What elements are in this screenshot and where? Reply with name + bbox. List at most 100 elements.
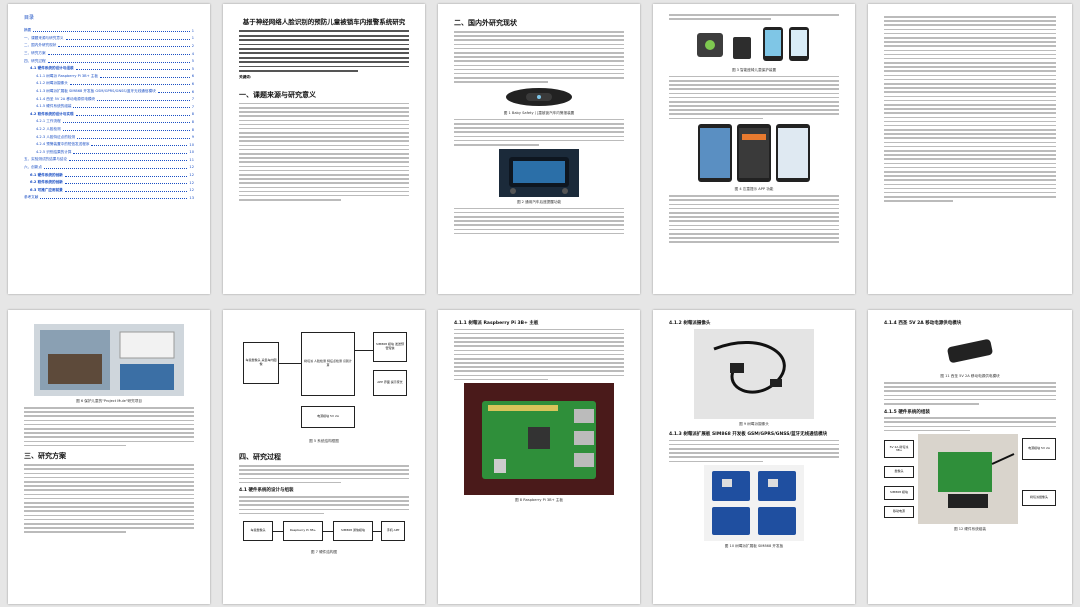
diagram-box-sim868: SIM868 模块 发送预警短信 (373, 332, 407, 362)
body-text (669, 195, 839, 243)
body-text (239, 102, 409, 201)
toc-leader-dots (64, 174, 188, 177)
assembly-label-right-1: 电源模块 5V 2A (1022, 438, 1056, 461)
body-text (669, 439, 839, 463)
toc-entry-label: 摘要 (24, 28, 32, 33)
document-page-research-plan: 图 6 保护儿童的"Project Mule"研究项目 三、研究方案 (8, 310, 210, 604)
body-text (884, 417, 1056, 432)
toc-entry-page: 2 (191, 43, 194, 48)
subsection-heading-4-1-2: 4.1.2 树莓派摄像头 (669, 321, 711, 326)
toc-entry-page: 5 (191, 59, 194, 64)
toc-leader-dots (65, 37, 190, 40)
toc-entry-label: 二、国内外研究现状 (24, 43, 57, 48)
diagram-box-app: APP 界面 提示家长 (373, 370, 407, 396)
subsection-heading-4-1: 4.1 硬件系统的设计与组装 (239, 488, 294, 494)
toc-leader-dots (73, 105, 190, 109)
toc-entry-page: 12 (189, 180, 194, 185)
figure-caption-9: 图 9 树莓派摄像头 (739, 422, 769, 426)
toc-leader-dots (40, 196, 188, 200)
toc-leader-dots (73, 151, 188, 154)
figure-system-block-diagram: 车载摄像头 采集车内图像 树莓派 人脸检测 特征点检测 识别计算 SIM868 … (239, 326, 409, 436)
toc-entry-page: 7 (191, 104, 194, 109)
toc-leader-dots (69, 82, 190, 86)
toc-leader-dots (157, 90, 190, 94)
toc-entry[interactable]: 4.1.3 树莓派扩展板 SIM868 开发板 GSM/GPRS/GNSS/蓝牙… (24, 88, 194, 96)
document-page-raspberry-pi: 4.1.1 树莓派 Raspberry Pi 3B+ 主板 图 8 Raspbe… (438, 310, 640, 604)
toc-entry-page: 6 (191, 81, 194, 86)
diagram-box-power: 电源模块 5V 2A (301, 406, 355, 428)
body-text (669, 75, 839, 120)
section-heading-3: 三、研究方案 (24, 452, 66, 461)
toc-entry-page: 6 (191, 74, 194, 79)
toc-entry-page: 6 (191, 89, 194, 94)
body-text (454, 207, 624, 235)
toc-entry-label: 4.1.4 西圣 5V 2A 移动电源供电模块 (36, 96, 96, 101)
figure-caption-7: 图 7 硬件结构图 (310, 550, 338, 555)
section-heading-4: 四、研究过程 (239, 453, 281, 461)
paper-title: 基于神经网络人脸识别的预防儿童被锁车内报警系统研究 (242, 18, 406, 26)
toc-entry-page: 13 (189, 195, 194, 200)
figure-caption-1: 图 1 Baby Safety 儿童被锁汽车内警报装置 (503, 110, 575, 115)
document-page-power-assembly: 4.1.4 西圣 5V 2A 移动电源供电模块 图 11 西圣 5V 2A 移动… (868, 310, 1072, 604)
figure-caption-2: 图 2 通用汽车后座提醒功能 (516, 199, 562, 204)
figure-smart-seat (689, 23, 819, 65)
toc-leader-dots (75, 113, 190, 116)
toc-entry-page: 12 (189, 188, 194, 193)
hw-box-pi: Raspberry Pi 3B+ (283, 521, 323, 542)
body-text (24, 407, 194, 447)
body-text (454, 31, 624, 83)
body-text (24, 464, 194, 533)
figure-caption-6: 图 6 保护儿童的"Project Mule"研究项目 (76, 399, 142, 403)
toc-entry-label: 六、创新点 (24, 164, 42, 169)
toc-entry-label: 4.1.2 树莓派摄像头 (36, 81, 68, 86)
toc-leader-dots (33, 29, 190, 33)
toc-leader-dots (97, 98, 190, 101)
figure-sim868-board (704, 465, 804, 542)
toc-entry[interactable]: 二、国内外研究现状 2 (24, 42, 194, 50)
toc-entry[interactable]: 4.1.2 树莓派摄像头 6 (24, 80, 194, 88)
figure-caption-11: 图 11 西圣 5V 2A 移动电源供电模块 (940, 374, 1000, 378)
toc-entry-label: 四、研究过程 (24, 58, 46, 63)
figure-caption-8: 图 8 Raspberry Pi 3B+ 主板 (515, 498, 563, 503)
toc-entry-label: 4.2.3 人脸特征点的检测 (36, 134, 76, 139)
toc-entry-label: 一、课题来源与研究意义 (24, 35, 64, 40)
toc-entry-page: 12 (189, 173, 194, 178)
toc-leader-dots (99, 75, 190, 78)
toc-entry-label: 三、研究方案 (24, 51, 46, 56)
toc-leader-dots (64, 189, 188, 192)
toc-leader-dots (62, 128, 190, 132)
toc-entry-label: 4.1 硬件系统的设计与组装 (30, 66, 74, 71)
subsection-heading-4-1-3: 4.1.3 树莓派扩展板 SIM868 开发板 GSM/GPRS/GNSS/蓝牙… (669, 432, 828, 437)
toc-entry-label: 五、实验测试的结果与结论 (24, 157, 68, 162)
body-text (669, 14, 839, 20)
body-text (884, 16, 1056, 202)
toc-entry[interactable]: 四、研究过程 5 (24, 57, 194, 65)
toc-title: 目录 (24, 15, 35, 21)
toc-entry[interactable]: 4.2.3 人脸特征点的检测 9 (24, 133, 194, 141)
toc-leader-dots (58, 44, 190, 48)
toc-entry-label: 4.2.2 人脸检测 (36, 127, 61, 132)
toc-leader-dots (62, 120, 190, 124)
toc-entry-page: 9 (191, 135, 194, 140)
toc-entry-page: 10 (189, 142, 194, 147)
